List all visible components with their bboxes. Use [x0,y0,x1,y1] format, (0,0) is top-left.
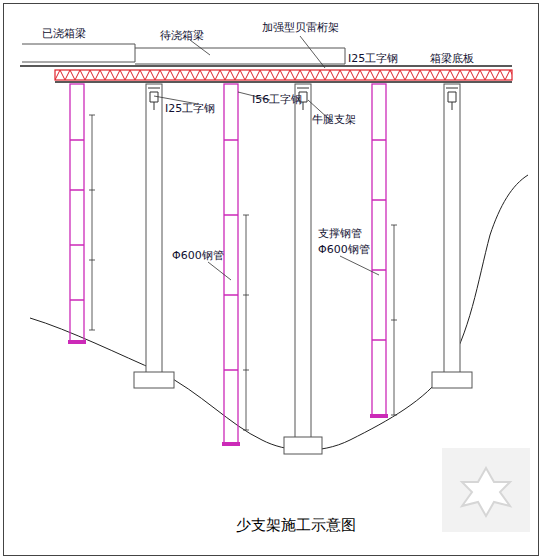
part-label: 待浇箱梁 [160,30,204,43]
concrete-piers [134,84,472,454]
pipe-feet [68,340,388,446]
part-label: Φ600钢管 [318,244,370,257]
part-label: Φ600钢管 [172,250,224,263]
bailey-truss [55,70,512,80]
steel-pipes [70,84,386,444]
part-label: 支撑钢管 [318,228,362,241]
diagram-title: 少支架施工示意图 [236,516,356,535]
part-label: 加强型贝雷桁架 [262,22,339,35]
existing-beam [22,44,135,62]
watermark [442,448,530,532]
part-label: I56工字钢 [252,94,302,107]
leader-lines [154,36,379,280]
frame [4,4,539,556]
part-label: I25工字钢 [348,53,398,66]
part-label: I25工字钢 [165,103,215,116]
part-label: 箱梁底板 [430,53,474,66]
dimension-lines [89,115,397,430]
box-girder-soffit [20,65,512,67]
part-label: 已浇箱梁 [42,28,86,41]
part-label: 牛腿支架 [312,114,356,127]
pending-beam [135,48,345,64]
i-beam [55,81,512,83]
